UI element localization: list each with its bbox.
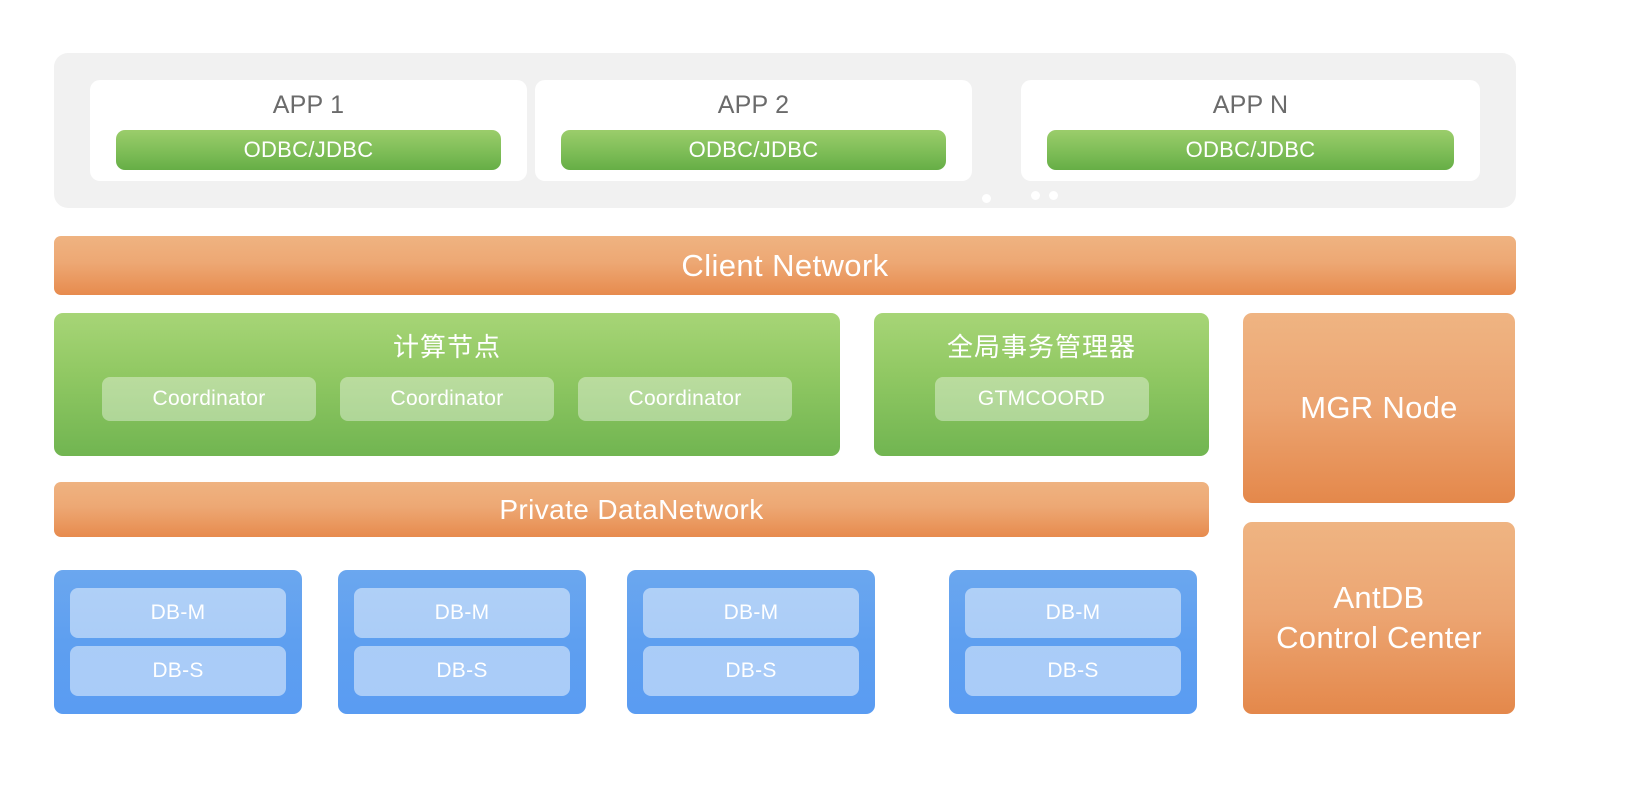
app-title: APP 2: [717, 91, 790, 119]
app-title: APP 1: [272, 91, 345, 119]
compute-node-title: 计算节点: [392, 332, 501, 362]
db-slave-chip[interactable]: DB-S: [643, 646, 859, 696]
odbc-jdbc-connector[interactable]: ODBC/JDBC: [561, 130, 946, 170]
gtm-node-title: 全局事务管理器: [946, 332, 1136, 362]
db-master-chip[interactable]: DB-M: [354, 588, 570, 638]
mgr-node-box[interactable]: MGR Node: [1243, 313, 1515, 503]
private-data-network-bar: Private DataNetwork: [54, 482, 1209, 537]
odbc-jdbc-connector[interactable]: ODBC/JDBC: [116, 130, 501, 170]
dot-icon: [982, 194, 991, 203]
gtmcoord-row: GTMCOORD: [934, 377, 1149, 421]
app-card-n[interactable]: APP N ODBC/JDBC: [1021, 80, 1480, 181]
coordinator-node-3[interactable]: Coordinator: [578, 377, 792, 421]
coordinator-node-1[interactable]: Coordinator: [102, 377, 316, 421]
db-master-chip[interactable]: DB-M: [70, 588, 286, 638]
app-card-2[interactable]: APP 2 ODBC/JDBC: [535, 80, 972, 181]
db-group-4: DB-M DB-S: [949, 570, 1197, 714]
dot-icon: [1049, 191, 1058, 200]
application-tier-container: APP 1 ODBC/JDBC APP 2 ODBC/JDBC APP N OD…: [54, 53, 1516, 208]
db-group-3: DB-M DB-S: [627, 570, 875, 714]
odbc-jdbc-connector[interactable]: ODBC/JDBC: [1047, 130, 1454, 170]
coordinator-row: Coordinator Coordinator Coordinator: [102, 377, 792, 421]
gtmcoord-node[interactable]: GTMCOORD: [934, 377, 1149, 421]
db-slave-chip[interactable]: DB-S: [965, 646, 1181, 696]
antdb-control-center-box[interactable]: AntDB Control Center: [1243, 522, 1515, 714]
db-master-chip[interactable]: DB-M: [643, 588, 859, 638]
dot-icon: [1031, 191, 1040, 200]
app-title: APP N: [1212, 91, 1289, 119]
compute-node-panel: 计算节点 Coordinator Coordinator Coordinator: [54, 313, 840, 456]
coordinator-node-2[interactable]: Coordinator: [340, 377, 554, 421]
app-card-1[interactable]: APP 1 ODBC/JDBC: [90, 80, 527, 181]
global-transaction-manager-panel: 全局事务管理器 GTMCOORD: [874, 313, 1209, 456]
db-slave-chip[interactable]: DB-S: [354, 646, 570, 696]
db-group-1: DB-M DB-S: [54, 570, 302, 714]
db-group-2: DB-M DB-S: [338, 570, 586, 714]
ellipsis-dots-icon: [1031, 191, 1065, 203]
db-slave-chip[interactable]: DB-S: [70, 646, 286, 696]
db-master-chip[interactable]: DB-M: [965, 588, 1181, 638]
client-network-bar: Client Network: [54, 236, 1516, 295]
